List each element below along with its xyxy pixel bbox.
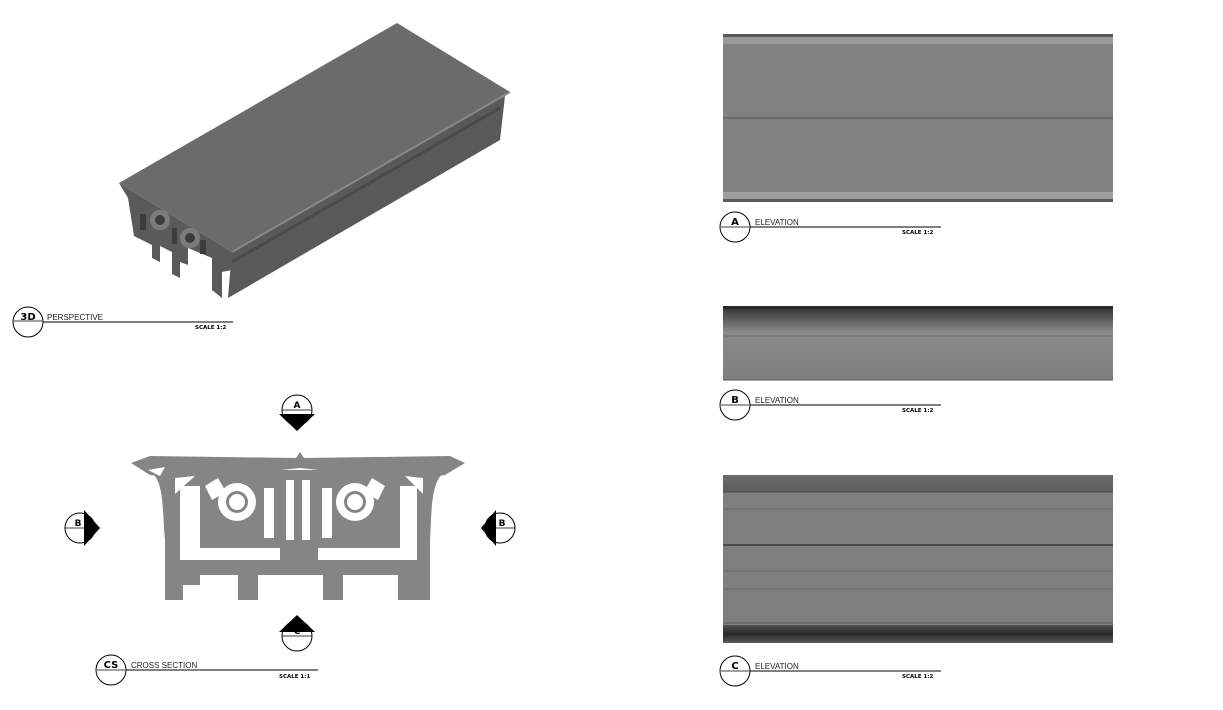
elevation-c-title: ELEVATION [755, 662, 799, 671]
elevation-b-panel [723, 306, 1113, 380]
elevation-a-tag: A [731, 217, 739, 228]
elevation-c-tag: C [731, 661, 738, 672]
cross-section-title: CROSS SECTION [131, 661, 197, 670]
elevation-a-scale: SCALE 1:2 [902, 230, 933, 236]
elevation-c-scale: SCALE 1:2 [902, 674, 933, 680]
elevation-b-title: ELEVATION [755, 396, 799, 405]
section-marker-c: C [279, 615, 315, 652]
cross-section-voids [148, 467, 423, 585]
perspective-view: 3D PERSPECTIVE SCALE 1:2 [12, 23, 511, 338]
elevation-b-tag: B [731, 395, 739, 406]
section-marker-a-label: A [294, 401, 301, 411]
section-marker-b-right-label: B [499, 519, 506, 529]
cross-section-view: A B B C CS CROSS SECTION SCALE 1:1 [64, 394, 516, 686]
cross-section-tag: CS [104, 660, 119, 671]
perspective-title: PERSPECTIVE [47, 313, 103, 322]
elevation-c-view: C ELEVATION SCALE 1:2 [719, 475, 1113, 687]
perspective-tag: 3D [20, 312, 35, 323]
elevation-a-title: ELEVATION [755, 218, 799, 227]
section-marker-b-left: B [64, 510, 100, 546]
perspective-top-face [119, 23, 510, 252]
section-marker-a: A [279, 394, 315, 431]
elevation-a-view: A ELEVATION SCALE 1:2 [719, 34, 1113, 243]
section-marker-b-right: B [481, 510, 516, 546]
cross-section-scale: SCALE 1:1 [279, 674, 310, 680]
section-marker-c-label: C [294, 627, 301, 637]
elevation-c-panel [723, 475, 1113, 643]
elevation-b-scale: SCALE 1:2 [902, 408, 933, 414]
perspective-scale: SCALE 1:2 [195, 325, 226, 331]
section-marker-b-left-label: B [75, 519, 82, 529]
elevation-b-view: B ELEVATION SCALE 1:2 [719, 306, 1113, 421]
